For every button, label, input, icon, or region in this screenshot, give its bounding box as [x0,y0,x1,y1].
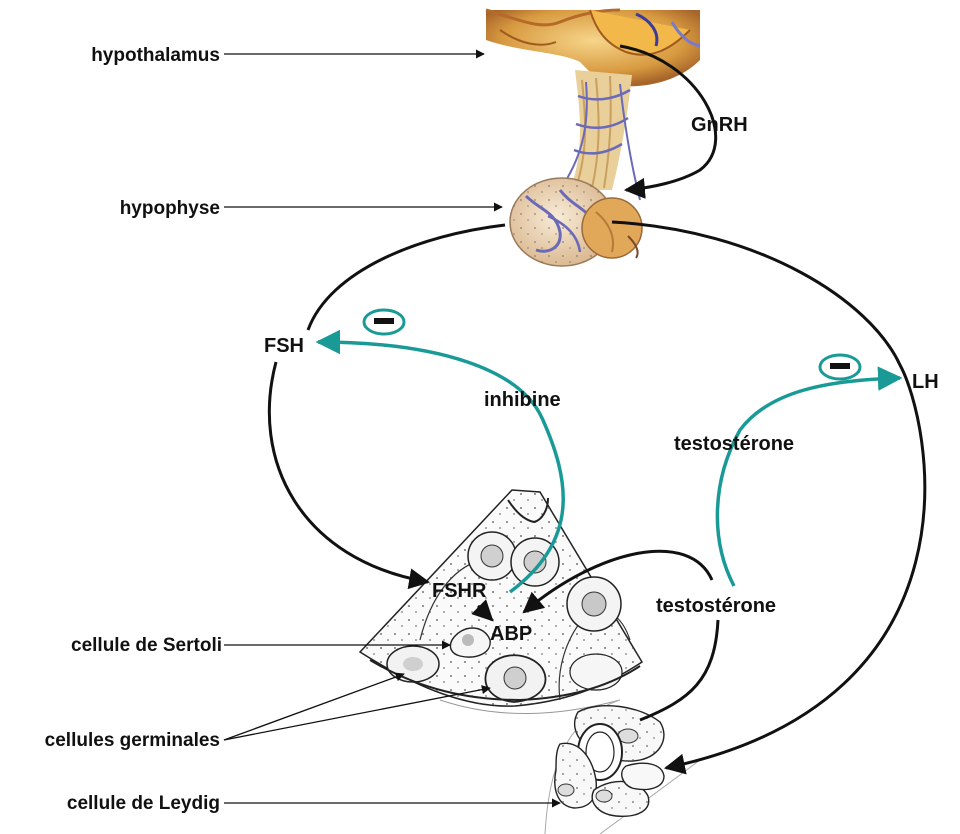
lh-arrow [612,222,925,768]
label-hypophyse: hypophyse [120,198,220,219]
hormone-inhibine: inhibine [484,389,561,411]
fsh-to-fshr-arrow [269,362,428,582]
hormone-fsh: FSH [264,335,304,357]
hormone-testosterone-feedback: testostérone [674,433,794,455]
label-leydig: cellule de Leydig [67,793,220,814]
testosterone-to-lh-arrow [717,378,900,586]
seminiferous-tubule-section [360,490,642,706]
minus-icon [820,355,860,379]
label-germinales: cellules germinales [45,730,220,751]
minus-icon [364,310,404,334]
pituitary-to-fsh-line [308,225,505,330]
feedback-arrows [318,342,900,592]
protein-abp: ABP [490,623,532,645]
interstitial-tissue [440,700,700,834]
label-sertoli: cellule de Sertoli [71,635,222,656]
label-hypothalamus: hypothalamus [91,45,220,66]
receptor-fshr: FSHR [432,580,487,602]
leydig-to-testosterone-line [640,620,718,720]
hormone-testosterone: testostérone [656,595,776,617]
hormone-lh: LH [912,371,939,393]
hormone-gnrh: GnRH [691,114,748,136]
